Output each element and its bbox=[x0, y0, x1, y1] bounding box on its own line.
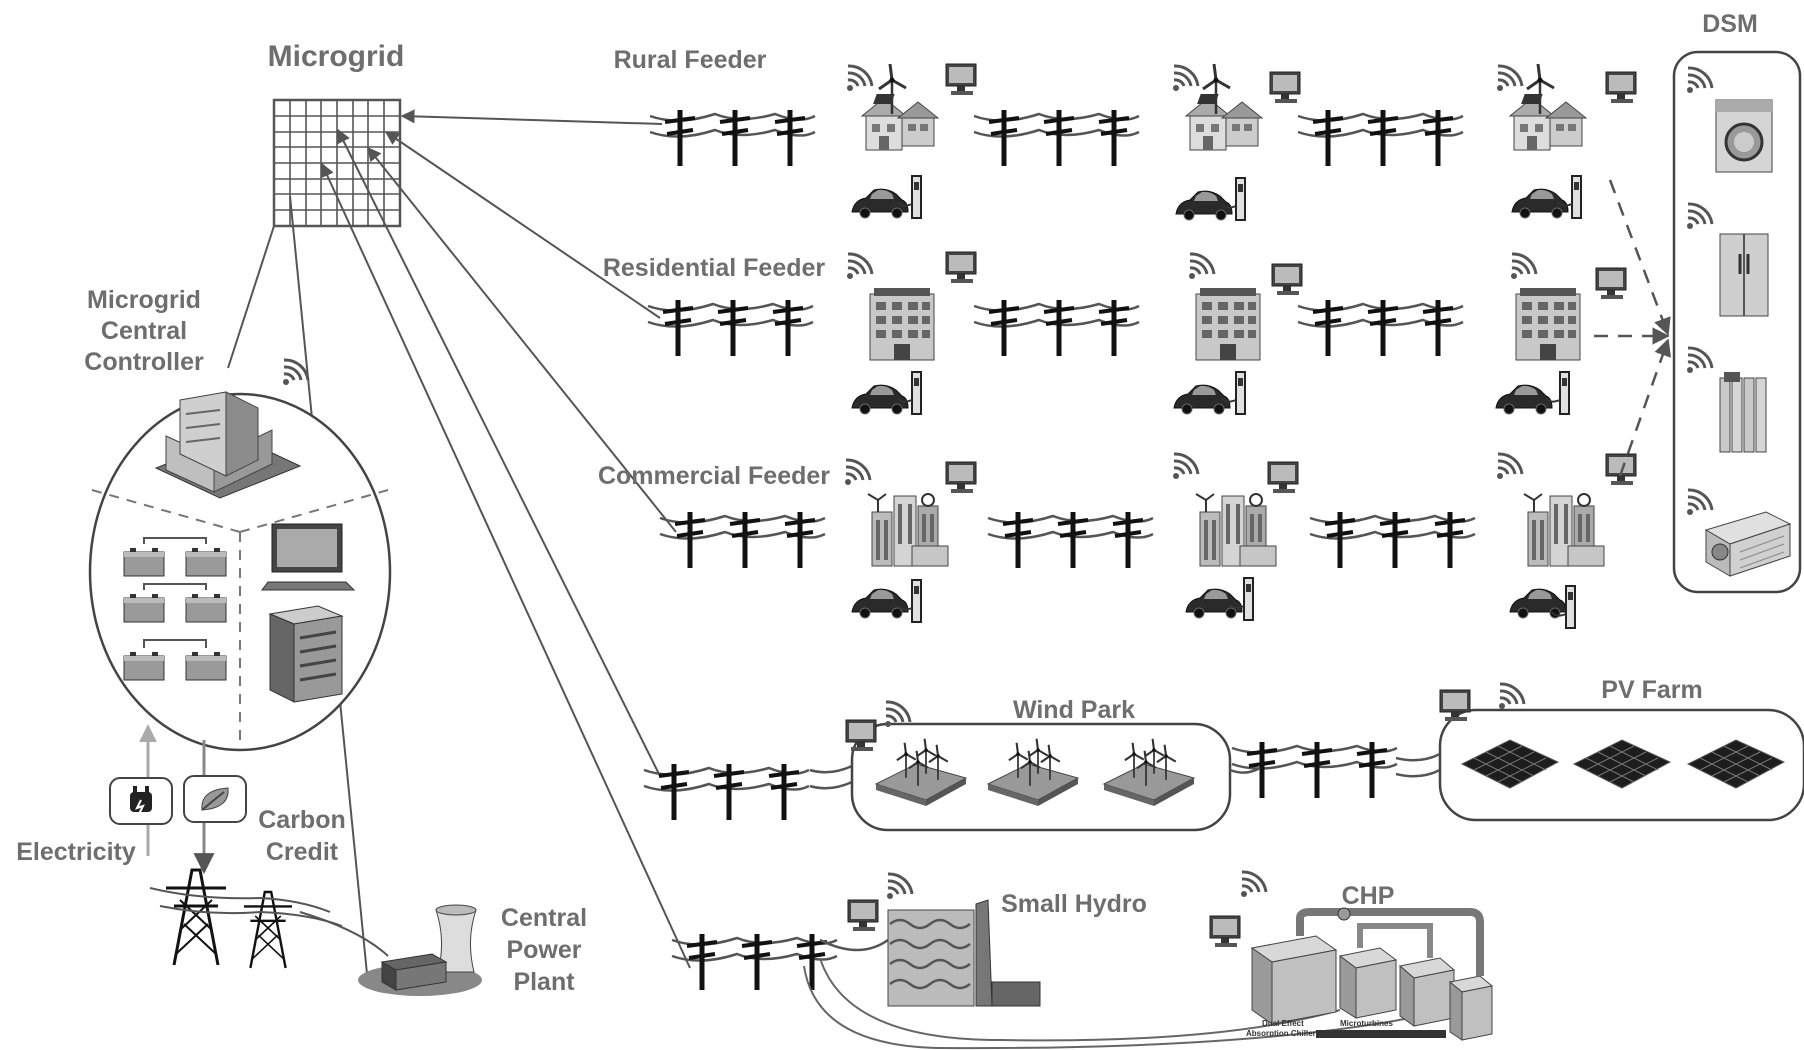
controller-label: Controller bbox=[84, 348, 204, 376]
wifi-icon bbox=[1171, 64, 1200, 93]
central-power-link: Electricity Carbon Credit Central Power … bbox=[16, 724, 587, 996]
transmission-tower-icon bbox=[149, 868, 389, 970]
battery-icon bbox=[123, 537, 227, 681]
wifi-icon bbox=[1187, 252, 1216, 281]
monitor-icon bbox=[1267, 461, 1299, 494]
wifi-icon bbox=[1497, 682, 1526, 711]
electric-car-icon bbox=[1509, 588, 1567, 619]
monitor-icon bbox=[945, 63, 977, 96]
office-tower-icon bbox=[1195, 493, 1277, 567]
chp-note: Dual Effect bbox=[1262, 1019, 1304, 1028]
electric-car-icon bbox=[1495, 384, 1553, 415]
apartment-icon bbox=[1515, 287, 1581, 361]
wifi-icon bbox=[845, 64, 874, 93]
monitor-icon bbox=[945, 461, 977, 494]
chp-note: ( 4 each ) bbox=[1348, 1029, 1383, 1038]
air-conditioner-icon bbox=[1704, 511, 1792, 577]
chp-note: Absorption Chiller bbox=[1246, 1029, 1316, 1038]
wifi-icon bbox=[885, 872, 914, 901]
controller-label: Microgrid bbox=[87, 286, 201, 314]
commercial-feeder-label: Commercial Feeder bbox=[598, 462, 830, 490]
wifi-icon bbox=[1239, 870, 1268, 899]
renewables-feeder: Wind Park PV Farm bbox=[644, 676, 1804, 832]
carbon-credit-label: Credit bbox=[266, 838, 339, 866]
electric-car-icon bbox=[1185, 588, 1243, 619]
monitor-icon bbox=[1271, 263, 1303, 296]
office-tower-icon bbox=[1523, 493, 1605, 567]
refrigerator-icon bbox=[1719, 233, 1769, 317]
central-plant-label: Power bbox=[506, 936, 581, 964]
office-tower-icon bbox=[867, 493, 949, 567]
central-plant-label: Plant bbox=[513, 968, 575, 996]
monitor-icon bbox=[1269, 71, 1301, 104]
chp-note: Microturbines bbox=[1340, 1019, 1393, 1028]
small-hydro-label: Small Hydro bbox=[1001, 890, 1147, 918]
wifi-icon bbox=[1495, 452, 1524, 481]
plug-icon bbox=[109, 777, 173, 825]
dsm-title: DSM bbox=[1702, 10, 1758, 38]
house-icon bbox=[1185, 93, 1263, 151]
microgrid-title: Microgrid bbox=[268, 40, 405, 73]
rural-feeder-label: Rural Feeder bbox=[614, 46, 767, 74]
monitor-icon bbox=[945, 251, 977, 284]
server-icon bbox=[268, 605, 344, 703]
controller-label: Central bbox=[101, 317, 187, 345]
wifi-icon bbox=[1495, 64, 1524, 93]
electric-car-icon bbox=[851, 588, 909, 619]
microgrid-links bbox=[227, 109, 691, 985]
heater-icon bbox=[1719, 372, 1767, 453]
factory-icon bbox=[1250, 907, 1494, 1041]
chp-label: CHP bbox=[1342, 882, 1395, 910]
office-tower-icon bbox=[154, 391, 302, 499]
leaf-icon bbox=[183, 775, 247, 823]
house-icon bbox=[1509, 93, 1587, 151]
monitor-icon bbox=[1605, 71, 1637, 104]
wifi-icon bbox=[845, 252, 874, 281]
central-plant-label: Central bbox=[501, 904, 587, 932]
wifi-icon bbox=[281, 358, 310, 387]
washing-machine-icon bbox=[1715, 99, 1773, 173]
dsm-links bbox=[1594, 179, 1672, 477]
residential-feeder-label: Residential Feeder bbox=[603, 254, 826, 282]
cooling-tower-icon bbox=[358, 904, 482, 996]
rural-feeder bbox=[650, 62, 1637, 221]
dam-icon bbox=[887, 899, 1041, 1007]
hydro-chp-feeder: Small Hydro CHP Dual Effect Absorption C… bbox=[672, 870, 1494, 1050]
pv-farm-label: PV Farm bbox=[1601, 676, 1702, 704]
monitor-icon bbox=[1595, 267, 1627, 300]
electric-car-icon bbox=[1173, 384, 1231, 415]
monitor-icon bbox=[847, 899, 879, 932]
carbon-credit-label: Carbon bbox=[258, 806, 346, 834]
wind-park-label: Wind Park bbox=[1013, 696, 1135, 724]
dsm-panel bbox=[1594, 50, 1802, 594]
wifi-icon bbox=[1509, 252, 1538, 281]
monitor-icon bbox=[261, 523, 356, 591]
central-controller: Microgrid Central Controller bbox=[84, 286, 392, 752]
monitor-icon bbox=[1209, 915, 1241, 948]
electricity-label: Electricity bbox=[16, 838, 136, 866]
wifi-icon bbox=[843, 458, 872, 487]
apartment-icon bbox=[1195, 287, 1261, 361]
apartment-icon bbox=[869, 287, 935, 361]
house-icon bbox=[861, 93, 939, 151]
wifi-icon bbox=[1171, 452, 1200, 481]
